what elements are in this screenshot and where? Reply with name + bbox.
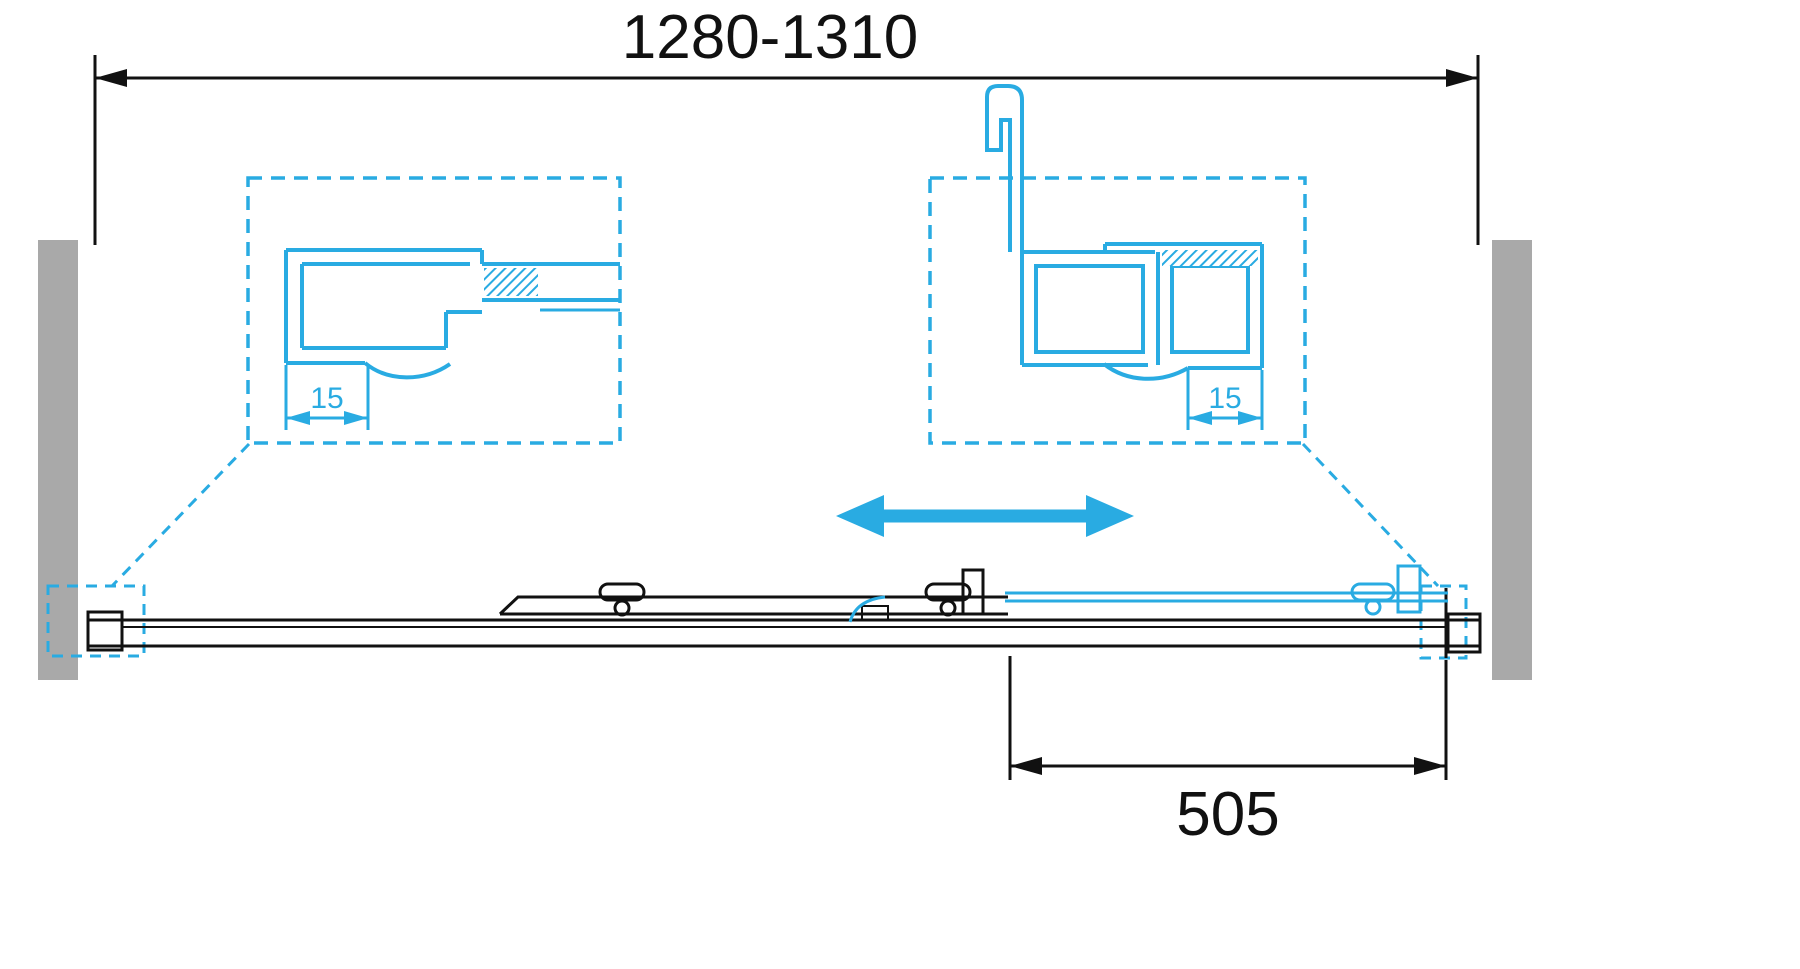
glass-clamp — [861, 605, 889, 621]
fixed-roller-wheel — [1364, 598, 1382, 616]
wall-right — [1492, 240, 1532, 680]
panel-width-dimension: 505 — [1008, 656, 1448, 849]
dim-arrow-right — [1446, 69, 1478, 87]
wall-left — [38, 240, 78, 680]
fixed-panel — [848, 564, 1448, 623]
fixed-panel-edge-curve — [848, 595, 886, 623]
zoom-region-right — [1419, 584, 1468, 660]
gap-dimension-left: 15 — [284, 365, 370, 430]
detail-box-right: 15 — [928, 84, 1307, 445]
detail-box-left: 15 — [246, 176, 622, 445]
profile-gap-left-label: 15 — [310, 382, 343, 415]
door-track — [86, 588, 1482, 658]
hook-bracket — [985, 84, 1024, 252]
track-end-cap-left — [86, 610, 124, 652]
right-profile-drawing — [985, 84, 1264, 381]
sliding-panel — [498, 568, 1008, 621]
zoom-region-left — [46, 584, 146, 658]
roller-wheel-1 — [613, 599, 631, 617]
gap-dimension-right: 15 — [1186, 370, 1264, 430]
glass-hatch-right — [1162, 250, 1258, 266]
slide-direction-arrow — [836, 495, 1134, 537]
panel-handle-bracket — [961, 568, 985, 616]
leader-line-left — [110, 442, 251, 588]
overall-width-dimension: 1280-1310 — [93, 3, 1480, 245]
panel-width-label: 505 — [1176, 780, 1279, 849]
roller-wheel-2 — [939, 599, 957, 617]
track-end-cap-right — [1446, 612, 1482, 654]
leader-line-right — [1301, 442, 1440, 588]
profile-gap-right-label: 15 — [1208, 382, 1241, 415]
overall-width-label: 1280-1310 — [622, 3, 919, 72]
left-profile-drawing — [284, 248, 620, 380]
fixed-panel-end-profile — [1396, 564, 1422, 614]
glass-hatch-left — [484, 268, 538, 296]
dim-arrow-left — [95, 69, 127, 87]
